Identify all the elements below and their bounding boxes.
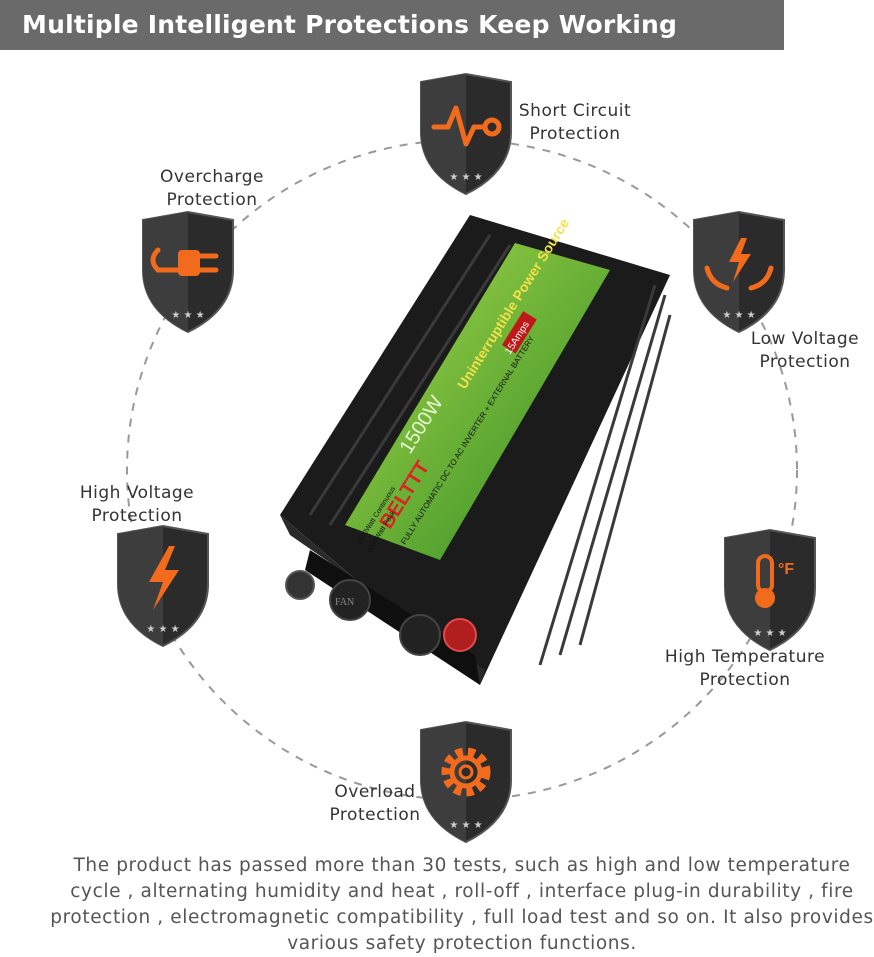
gear-icon (441, 747, 491, 797)
label-high-voltage: High Voltage Protection (62, 482, 212, 528)
lightning-icon (149, 546, 179, 610)
hands-lightning-icon (704, 238, 774, 291)
star-row: ★ ★ ★ (753, 628, 786, 639)
label-line: Low Voltage (750, 329, 860, 349)
shield-high-voltage: ★ ★ ★ (117, 524, 209, 648)
amps-badge-bg (501, 311, 537, 354)
outlet (399, 614, 441, 656)
label-low-voltage: Low Voltage Protection (735, 328, 874, 374)
star-row: ★ ★ ★ (449, 820, 482, 831)
product-description: The product has passed more than 30 test… (50, 855, 874, 954)
shield-high-temperature: ★ ★ ★ °F (724, 528, 816, 652)
label-overcharge: Overcharge Protection (130, 166, 294, 212)
fan-grille (329, 579, 371, 621)
label-line: Protection (91, 506, 183, 526)
label-line: Protection (166, 190, 258, 210)
label-high-temperature: High Temperature Protection (655, 646, 835, 692)
label-line: Protection (699, 670, 791, 690)
label-line: Protection (329, 805, 421, 825)
shield-low-voltage: ★ ★ ★ (693, 210, 785, 334)
label-line: High Voltage (79, 483, 195, 503)
label-line: Overload (334, 782, 416, 802)
label-line: Protection (759, 352, 851, 372)
battery-terminal-red (443, 618, 477, 652)
star-row: ★ ★ ★ (722, 310, 755, 321)
label-line: Overcharge (160, 167, 264, 187)
shield-short-circuit: ★ ★ ★ (420, 72, 512, 196)
page-title-banner: Multiple Intelligent Protections Keep Wo… (0, 0, 784, 89)
thermometer-icon: °F (755, 554, 794, 608)
star-row: ★ ★ ★ (171, 310, 204, 321)
label-overload: Overload Protection (310, 781, 440, 827)
label-line: Protection (529, 124, 621, 144)
label-line: High Temperature (664, 647, 826, 667)
svg-text:°F: °F (778, 561, 794, 578)
label-short-circuit: Short Circuit Protection (500, 100, 650, 146)
battery-terminal-black (285, 570, 315, 600)
pulse-icon (431, 105, 502, 147)
label-line: Short Circuit (518, 101, 632, 121)
star-row: ★ ★ ★ (146, 624, 179, 635)
shield-overload: ★ ★ ★ (420, 720, 512, 844)
star-row: ★ ★ ★ (449, 172, 482, 183)
fan-label: FAN (335, 597, 354, 608)
shield-overcharge: ★ ★ ★ (142, 210, 234, 334)
inverter-product-image: BELTTT 1500W Uninterruptible Power Sourc… (280, 215, 672, 685)
plug-icon (150, 247, 219, 276)
